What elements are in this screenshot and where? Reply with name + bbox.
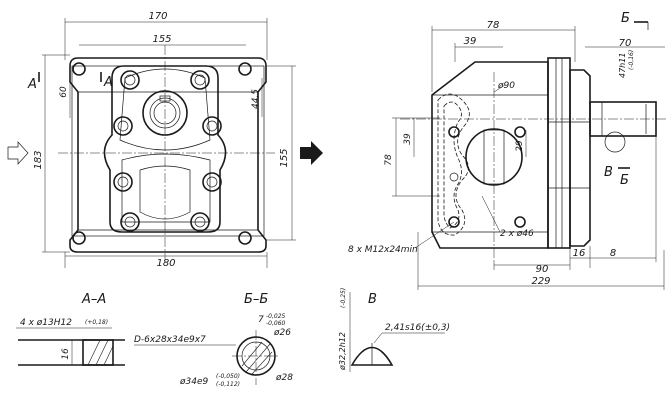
- dim-height-155: 155: [279, 148, 290, 167]
- side-view: 78 39 70 Б В Б 47h11 (-0,16): [348, 11, 666, 290]
- section-b-dim-7-tol-top: -0,025: [266, 313, 286, 320]
- section-b-dim-7-tol-bot: -0,060: [266, 320, 286, 327]
- dim-height-183: 183: [33, 150, 44, 169]
- dim-39-top: 39: [464, 36, 477, 47]
- section-b-b: Б–Б D-6x28x34e9x7 7 -0,025 -0,060 ø26 ø3…: [134, 292, 293, 388]
- section-a-holes: 4 x ø13H12: [20, 318, 72, 328]
- view-mark-b-bottom: Б: [620, 173, 629, 188]
- view-mark-v: В: [604, 165, 613, 180]
- front-view: 170 155 183 60 А А: [7, 11, 296, 269]
- dim-70: 70: [619, 38, 632, 49]
- section-b-spline: D-6x28x34e9x7: [134, 335, 206, 345]
- section-a-a: А–А 4 x ø13H12 (+0,18) 16: [16, 292, 125, 366]
- view-mark-b-top: Б: [621, 11, 630, 26]
- view-v-title: В: [368, 292, 377, 307]
- section-b-dim-28: ø28: [275, 373, 293, 383]
- flow-inlet-arrow: [7, 141, 29, 165]
- dim-shaft: 47h11: [618, 53, 627, 78]
- dim-width-170: 170: [148, 11, 167, 22]
- flow-outlet-arrow: [300, 141, 323, 165]
- view-v-dim-dia: ø32,2h12: [338, 332, 347, 371]
- dim-29: 29: [515, 140, 525, 152]
- dim-8: 8: [610, 248, 616, 259]
- dim-44-5: 44,5: [251, 89, 261, 109]
- section-b-dim-26: ø26: [273, 328, 291, 338]
- view-v: В ø32,2h12 (-0,25) 2,41s16(±0,3): [338, 288, 450, 372]
- dim-60: 60: [59, 86, 69, 98]
- view-v-dim-dia-tol: (-0,25): [340, 288, 347, 308]
- section-a-holes-tol: (+0,18): [85, 319, 108, 326]
- dim-bore-90: ø90: [497, 81, 515, 91]
- section-a-depth: 16: [61, 348, 71, 360]
- section-b-dim-34-tol-top: (-0,050): [216, 373, 240, 380]
- dim-39-left: 39: [403, 133, 413, 145]
- dim-78-top: 78: [487, 20, 500, 31]
- dim-90: 90: [536, 264, 549, 275]
- section-b-dim-7: 7: [258, 315, 264, 325]
- section-b-dim-34-tol-bot: (-0,112): [216, 381, 240, 388]
- section-a-title: А–А: [81, 292, 106, 307]
- section-b-dim-34: ø34e9: [179, 377, 208, 387]
- section-b-title: Б–Б: [244, 292, 268, 307]
- view-v-dim-groove: 2,41s16(±0,3): [385, 323, 450, 333]
- dim-width-180: 180: [156, 258, 175, 269]
- dim-ports: 2 x ø46: [500, 229, 534, 239]
- section-mark-a-inner: А: [103, 75, 113, 90]
- dim-bolts: 8 x M12x24min: [348, 245, 418, 255]
- dim-shaft-tol: (-0,16): [628, 50, 635, 70]
- dim-78-left: 78: [384, 154, 394, 166]
- section-mark-a-left: А: [27, 77, 37, 92]
- dim-16: 16: [573, 248, 586, 259]
- dim-229: 229: [531, 276, 550, 287]
- dim-width-155: 155: [152, 34, 171, 45]
